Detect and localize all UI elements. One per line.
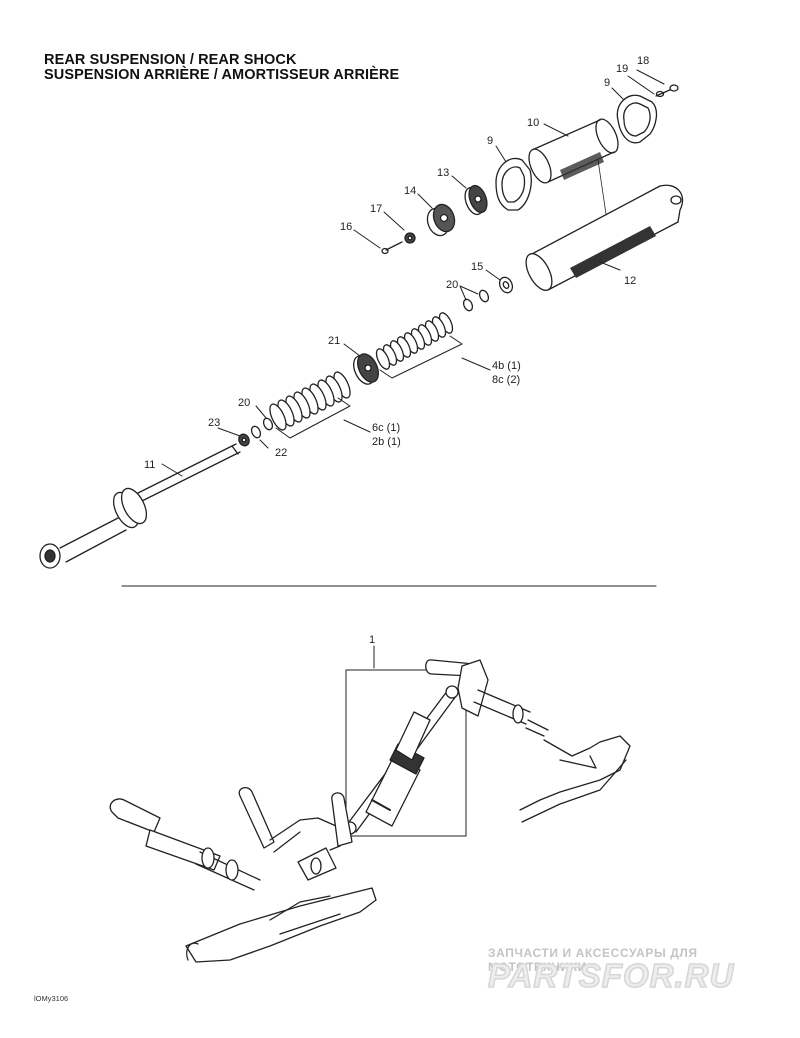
part-16-screw <box>381 241 403 255</box>
callout-8c: 8c (2) <box>492 374 520 386</box>
part-20-washer-lower <box>262 417 274 431</box>
callout-13: 13 <box>437 167 449 179</box>
part-17-nut <box>404 232 416 244</box>
front-arm-assembly <box>425 659 631 823</box>
callout-4b: 4b (1) <box>492 360 521 372</box>
callout-22: 22 <box>275 447 287 459</box>
callout-15: 15 <box>471 261 483 273</box>
spring-stack-upper <box>375 312 454 370</box>
part-14-cap <box>426 203 456 237</box>
callout-16: 16 <box>340 221 352 233</box>
callout-20-lower: 20 <box>238 397 250 409</box>
spring-stack-lower <box>269 371 351 431</box>
diagram-title-french: SUSPENSION ARRIÈRE / AMORTISSEUR ARRIÈRE <box>44 67 400 83</box>
callout-6c: 6c (1) <box>372 422 400 434</box>
part-22-washer <box>250 425 262 439</box>
callout-1-box <box>345 645 467 837</box>
callout-20-upper: 20 <box>446 279 458 291</box>
rear-arm-assembly <box>109 786 377 963</box>
callout-18: 18 <box>637 55 649 67</box>
callout-9-lower: 9 <box>487 135 493 147</box>
part-20-washer-upper-a <box>478 289 490 303</box>
part-11-shaft <box>39 443 241 569</box>
part-20-washer-upper-b <box>462 298 474 312</box>
callout-19: 19 <box>616 63 628 75</box>
part-18-screw <box>655 84 679 97</box>
callout-1: 1 <box>369 634 375 646</box>
callout-12: 12 <box>624 275 636 287</box>
diagram-title-english: REAR SUSPENSION / REAR SHOCK <box>44 52 297 68</box>
leader-lines <box>161 69 665 477</box>
watermark-logo: PARTSFOR.RU <box>487 956 735 995</box>
part-10-reservoir <box>528 118 619 184</box>
part-13-piston <box>464 184 488 216</box>
watermark-tagline: ЗАПЧАСТИ И АКСЕССУАРЫ ДЛЯ МОТОТЕХНИКИ <box>488 946 698 974</box>
callout-11: 11 <box>144 459 155 471</box>
callout-2b: 2b (1) <box>372 436 401 448</box>
part-12-shock-body <box>525 159 684 291</box>
rear-shock-assembled <box>343 685 459 835</box>
callout-9-upper: 9 <box>604 77 610 89</box>
callout-17: 17 <box>370 203 382 215</box>
part-21-piston <box>353 353 379 385</box>
callout-10: 10 <box>527 117 539 129</box>
part-23-nut <box>238 433 250 447</box>
part-15-washer <box>498 276 514 294</box>
part-19-washer <box>655 90 665 98</box>
callout-21: 21 <box>328 335 340 347</box>
figure-code: lOMy3106 <box>34 994 69 1003</box>
callout-14: 14 <box>404 185 416 197</box>
callout-23: 23 <box>208 417 220 429</box>
